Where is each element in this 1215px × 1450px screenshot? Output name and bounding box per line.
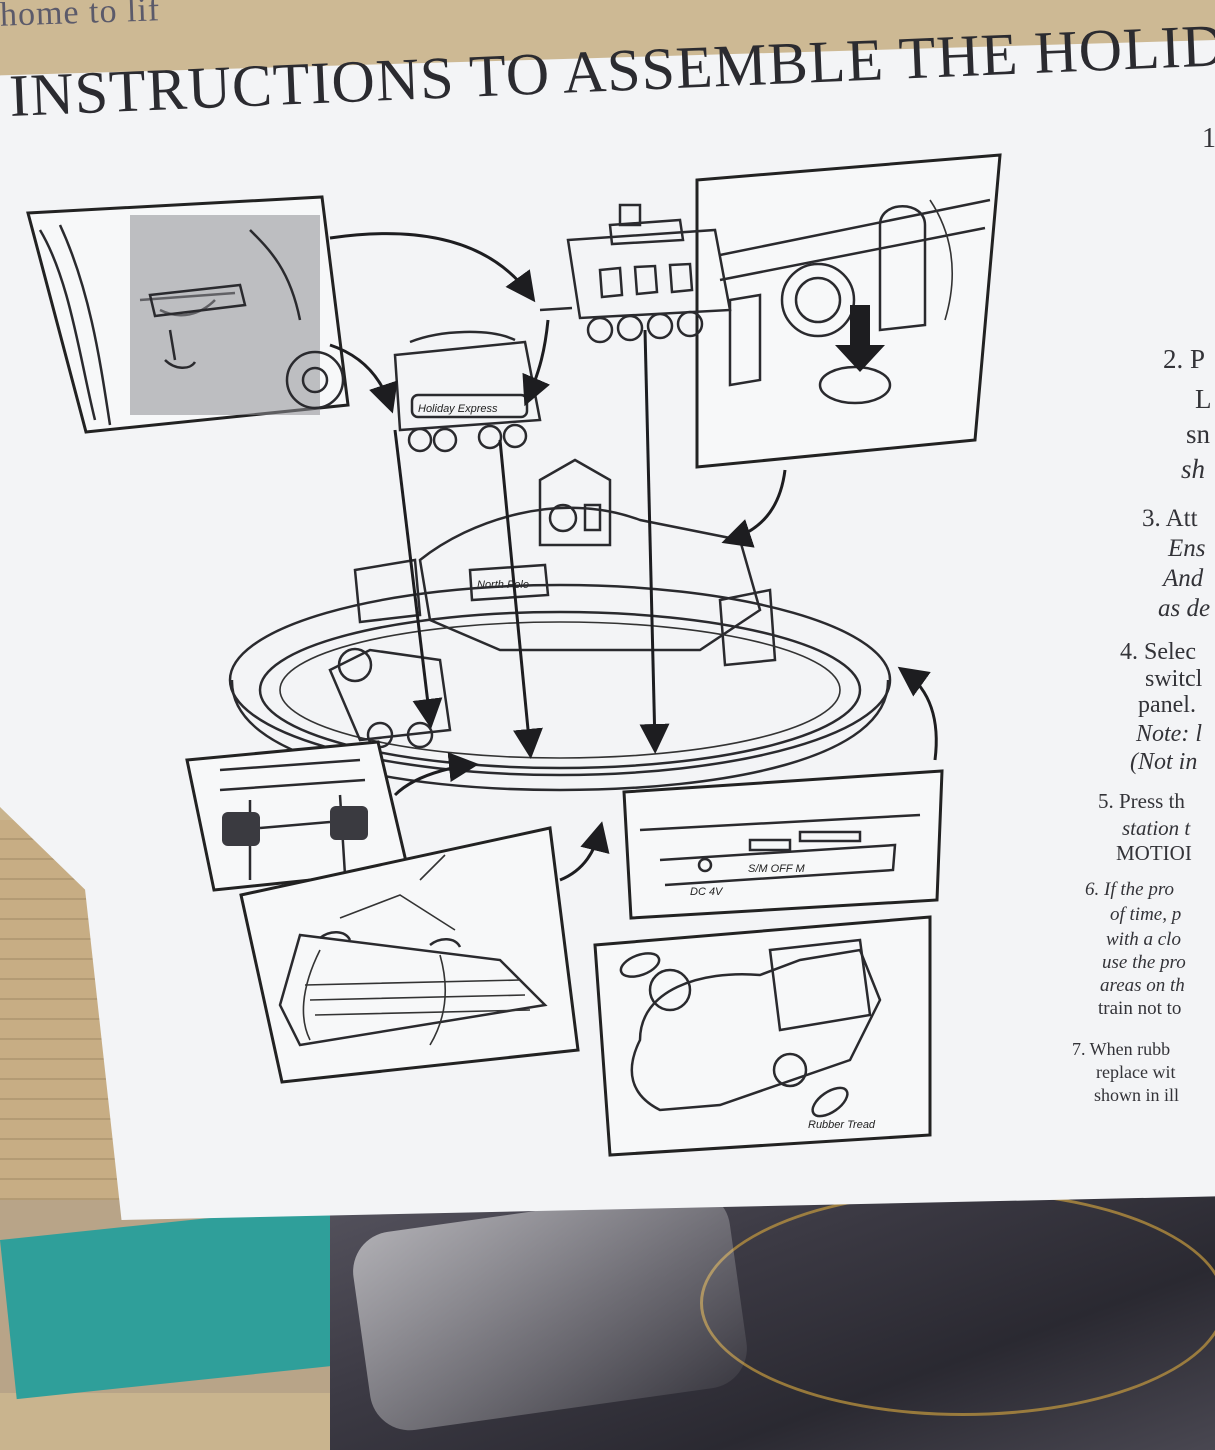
wheels-detail-panel [185, 740, 410, 892]
step-4-line-5: (Not in [1130, 749, 1198, 775]
holiday-express-car: Holiday Express [393, 330, 542, 453]
power-label-text: DC 4V [690, 886, 724, 898]
step-6-line-1: 6. If the pro [1085, 879, 1175, 900]
step-5-line-1: 5. Press th [1098, 789, 1185, 813]
tire-replacement-panel: Rubber Tread [593, 915, 932, 1157]
tire-label-text: Rubber Tread [808, 1119, 876, 1131]
step-7-line-2: replace wit [1096, 1062, 1176, 1082]
step-7-line-3: shown in ill [1094, 1085, 1180, 1105]
locomotive [328, 647, 452, 749]
caboose-car [539, 203, 732, 344]
step-5-line-2: station t [1122, 816, 1191, 840]
step-4-line-3: panel. [1138, 692, 1196, 718]
north-pole-station: North Pole [353, 458, 777, 667]
step-6-line-6: train not to [1098, 998, 1182, 1019]
switch-label-text: S/M OFF M [748, 863, 805, 875]
step-6-line-4: use the pro [1102, 952, 1186, 973]
step-3-line-3: And [1163, 565, 1204, 592]
step-2-line-2: L [1195, 384, 1212, 414]
step-3-line-4: as de [1158, 595, 1211, 622]
step-2-line-1: 2. P [1163, 344, 1206, 374]
assembly-arrows [329, 232, 938, 882]
step-6-line-5: areas on th [1100, 975, 1185, 996]
assembly-diagram: Holiday Express North Pole [26, 153, 1002, 1157]
step-6-line-3: with a clo [1106, 929, 1181, 950]
wreath-button-panel [695, 153, 1002, 469]
step-3-line-2: Ens [1168, 535, 1206, 562]
battery-compartment-panel [239, 826, 580, 1084]
step-6-line-2: of time, p [1110, 904, 1182, 925]
step-1: 1 [1202, 123, 1215, 154]
step-3-line-1: 3. Att [1142, 505, 1198, 532]
step-4-line-2: switcl [1145, 666, 1203, 692]
step-5-line-3: MOTIOI [1116, 841, 1192, 865]
car-sign-text: Holiday Express [418, 403, 498, 415]
step-7-line-1: 7. When rubb [1072, 1039, 1171, 1059]
step-2-line-4: sh [1181, 454, 1206, 484]
step-4-line-1: 4. Selec [1120, 639, 1196, 665]
step-2-line-3: sn [1186, 419, 1211, 449]
step-4-line-4: Note: l [1136, 721, 1202, 747]
coupler-detail-panel [26, 195, 350, 434]
track-base [228, 583, 892, 792]
switch-panel: S/M OFF M DC 4V [622, 769, 944, 920]
